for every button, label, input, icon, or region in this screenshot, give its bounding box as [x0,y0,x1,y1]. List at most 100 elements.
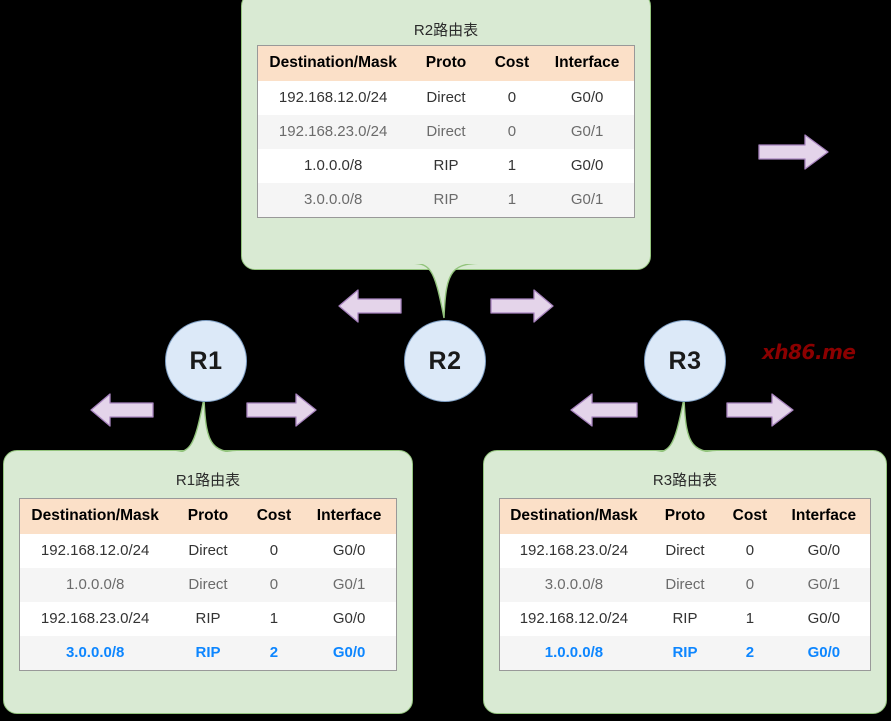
cell-cost: 0 [745,542,755,559]
r3-routing-table: Destination/Mask Proto Cost Interface 19… [499,498,871,671]
watermark-text: xh86.me [762,340,856,364]
arrow-right-icon-r1-right [246,392,318,428]
cell-cost: 1 [507,157,517,174]
cell-destination: 192.168.12.0/24 [40,542,150,559]
cell-interface: G0/0 [807,542,841,559]
cell-destination: 3.0.0.0/8 [499,568,648,602]
cell-destination: 192.168.23.0/24 [40,610,150,627]
table-row: 3.0.0.0/8 RIP 1 G0/1 [257,183,635,218]
cell-proto: RIP [647,636,723,671]
cell-interface: G0/1 [540,183,635,218]
arrow-right-icon-r3-right [726,392,794,428]
cell-interface: G0/0 [807,610,841,627]
cell-proto: RIP [433,157,459,174]
callout-tail-r3 [647,396,729,457]
cell-proto: RIP [170,636,246,671]
cell-cost: 0 [483,115,541,149]
col-interface: Interface [540,45,635,81]
cell-cost: 0 [722,568,778,602]
cell-destination: 192.168.12.0/24 [278,89,388,106]
table-row: 1.0.0.0/8 RIP 1 G0/0 [258,149,635,183]
cell-interface: G0/0 [777,636,871,671]
col-interface: Interface [302,498,397,534]
arrow-left-icon-r1-left [90,392,154,428]
cell-proto: Direct [665,542,705,559]
cell-destination: 192.168.23.0/24 [257,115,409,149]
r1-routing-table: Destination/Mask Proto Cost Interface 19… [19,498,397,671]
table-row: 192.168.23.0/24 Direct 0 G0/1 [257,115,635,149]
cell-cost: 2 [245,636,303,671]
cell-interface: G0/0 [302,636,397,671]
col-cost: Cost [483,45,541,81]
arrow-left-icon-r2-left [338,288,402,324]
cell-proto: RIP [195,610,221,627]
callout-tail-r2 [407,259,489,322]
router-node-r2[interactable]: R2 [404,320,486,402]
arrow-left-icon-r3-left [570,392,638,428]
cell-interface: G0/0 [332,610,366,627]
table-row: 192.168.12.0/24 Direct 0 G0/0 [258,81,635,115]
cell-interface: G0/0 [570,157,604,174]
cell-destination: 192.168.23.0/24 [519,542,629,559]
col-destination: Destination/Mask [499,498,648,534]
callout-r3-routing-table: R3路由表 Destination/Mask Proto Cost Interf… [483,450,887,714]
cell-cost: 0 [269,542,279,559]
cell-destination: 3.0.0.0/8 [19,636,171,671]
col-destination: Destination/Mask [257,45,409,81]
r3-table-title: R3路由表 [652,472,718,489]
table-row: 192.168.12.0/24 RIP 1 G0/0 [500,602,871,636]
cell-destination: 1.0.0.0/8 [303,157,363,174]
table-row: 1.0.0.0/8 Direct 0 G0/1 [19,568,397,602]
cell-proto: Direct [647,568,723,602]
cell-proto: Direct [188,542,228,559]
cell-destination: 192.168.12.0/24 [519,610,629,627]
cell-destination: 1.0.0.0/8 [499,636,648,671]
cell-destination: 1.0.0.0/8 [19,568,171,602]
callout-r1-routing-table: R1路由表 Destination/Mask Proto Cost Interf… [3,450,413,714]
cell-proto: Direct [170,568,246,602]
col-cost: Cost [245,498,303,534]
router-label: R2 [428,346,462,375]
cell-cost: 1 [269,610,279,627]
router-label: R1 [189,346,223,375]
cell-interface: G0/1 [540,115,635,149]
cell-proto: Direct [426,89,466,106]
col-destination: Destination/Mask [19,498,171,534]
router-node-r3[interactable]: R3 [644,320,726,402]
cell-proto: RIP [408,183,484,218]
table-row: 3.0.0.0/8 Direct 0 G0/1 [499,568,871,602]
col-proto: Proto [647,498,723,534]
callout-r2-routing-table: R2路由表 Destination/Mask Proto Cost Interf… [241,0,651,270]
cell-interface: G0/1 [302,568,397,602]
col-proto: Proto [170,498,246,534]
col-interface: Interface [777,498,871,534]
cell-cost: 2 [722,636,778,671]
cell-interface: G0/1 [777,568,871,602]
table-header-row: Destination/Mask Proto Cost Interface [499,498,871,534]
cell-destination: 3.0.0.0/8 [257,183,409,218]
router-node-r1[interactable]: R1 [165,320,247,402]
cell-cost: 0 [245,568,303,602]
cell-interface: G0/0 [332,542,366,559]
table-header-row: Destination/Mask Proto Cost Interface [19,498,397,534]
r2-table-title: R2路由表 [413,22,479,39]
table-row: 192.168.23.0/24 RIP 1 G0/0 [20,602,397,636]
table-header-row: Destination/Mask Proto Cost Interface [257,45,635,81]
arrow-right-icon-r2-right [490,288,554,324]
table-row-highlighted: 3.0.0.0/8 RIP 2 G0/0 [19,636,397,671]
r1-table-title: R1路由表 [175,472,241,489]
arrow-right-icon-topright [758,132,830,172]
col-proto: Proto [408,45,484,81]
router-label: R3 [668,346,702,375]
cell-proto: RIP [672,610,698,627]
cell-cost: 1 [745,610,755,627]
cell-interface: G0/0 [570,89,604,106]
table-row-highlighted: 1.0.0.0/8 RIP 2 G0/0 [499,636,871,671]
callout-tail-r1 [167,396,249,457]
cell-cost: 1 [483,183,541,218]
table-row: 192.168.12.0/24 Direct 0 G0/0 [20,534,397,568]
r2-routing-table: Destination/Mask Proto Cost Interface 19… [257,45,635,218]
col-cost: Cost [722,498,778,534]
table-row: 192.168.23.0/24 Direct 0 G0/0 [500,534,871,568]
